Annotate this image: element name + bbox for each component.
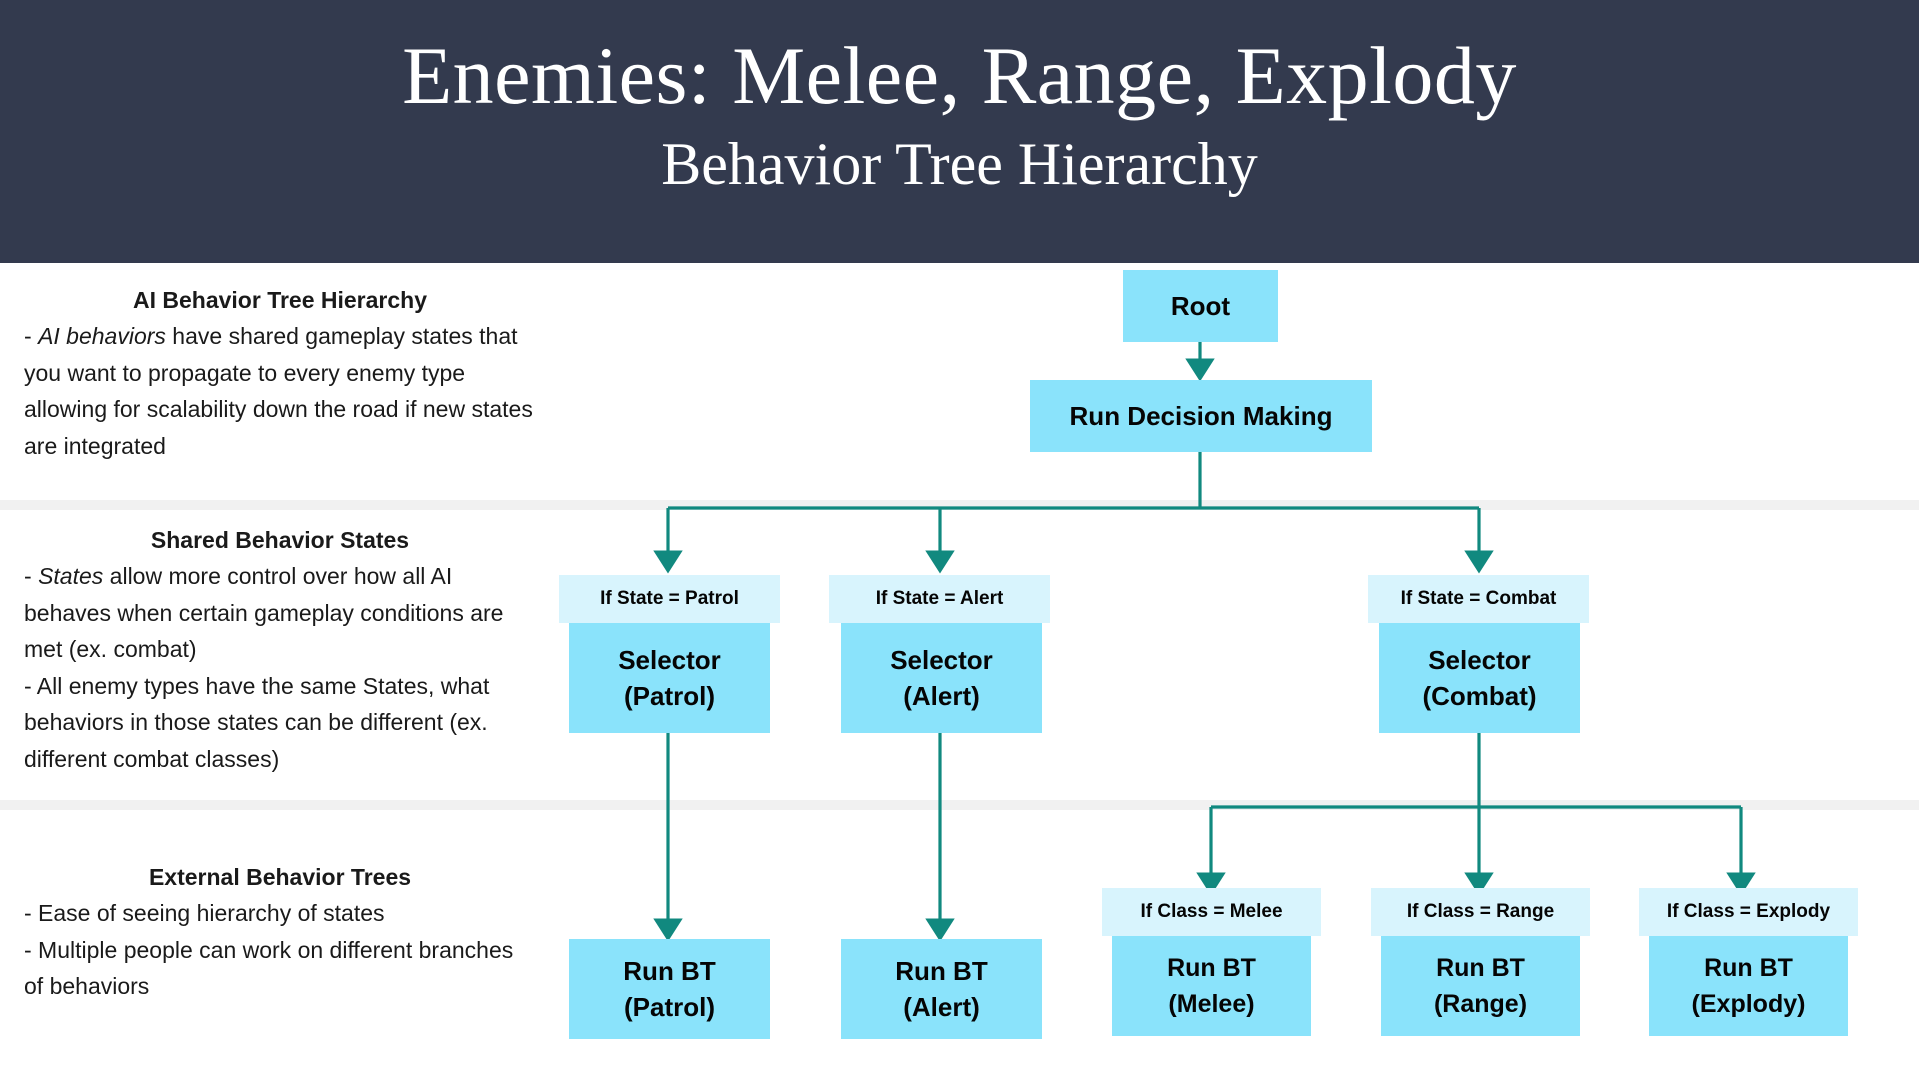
title-banner: Enemies: Melee, Range, Explody Behavior … xyxy=(0,0,1919,263)
note-body: - Ease of seeing hierarchy of states - M… xyxy=(24,895,536,1005)
node-label-line-2: (Patrol) xyxy=(624,992,715,1022)
node-label-line-1: Run BT xyxy=(1436,954,1525,982)
note-block-ai-behavior-tree-hierarchy: AI Behavior Tree Hierarchy - AI behavior… xyxy=(24,285,536,464)
note-heading: Shared Behavior States xyxy=(150,527,410,553)
node-run-bt-melee[interactable]: Run BT (Melee) xyxy=(1112,936,1311,1036)
note-heading: External Behavior Trees xyxy=(148,864,412,890)
node-label-line-2: (Melee) xyxy=(1168,990,1255,1018)
node-label-line-1: Run BT xyxy=(623,956,716,986)
node-label-line-1: Selector xyxy=(1428,645,1531,675)
note-line: - Multiple people can work on different … xyxy=(24,936,514,1000)
page-title: Enemies: Melee, Range, Explody xyxy=(402,30,1517,121)
section-divider-2 xyxy=(0,800,1919,810)
note-emphasis: States xyxy=(38,563,104,589)
node-condition-class-range[interactable]: If Class = Range xyxy=(1371,888,1590,936)
node-selector-combat[interactable]: Selector (Combat) xyxy=(1379,623,1580,733)
node-selector-patrol[interactable]: Selector (Patrol) xyxy=(569,623,770,733)
node-condition-class-melee[interactable]: If Class = Melee xyxy=(1102,888,1321,936)
node-run-decision-making[interactable]: Run Decision Making xyxy=(1030,380,1372,452)
page-subtitle: Behavior Tree Hierarchy xyxy=(661,131,1258,197)
node-condition-state-patrol[interactable]: If State = Patrol xyxy=(559,575,780,623)
node-label-line-1: Run BT xyxy=(1167,954,1256,982)
note-heading: AI Behavior Tree Hierarchy xyxy=(132,287,428,313)
node-label-line-1: Selector xyxy=(618,645,721,675)
node-label-line-2: (Explody) xyxy=(1691,990,1806,1018)
note-body: - States allow more control over how all… xyxy=(24,558,536,777)
node-root[interactable]: Root xyxy=(1123,270,1278,342)
node-label-line-2: (Patrol) xyxy=(624,681,715,711)
node-condition-state-combat[interactable]: If State = Combat xyxy=(1368,575,1589,623)
node-label-line-2: (Alert) xyxy=(903,681,980,711)
node-label-line-2: (Combat) xyxy=(1422,681,1537,711)
node-label-line-1: Run BT xyxy=(1704,954,1793,982)
node-run-bt-alert[interactable]: Run BT (Alert) xyxy=(841,939,1042,1039)
note-line: - Ease of seeing hierarchy of states xyxy=(24,900,385,926)
note-emphasis: AI behaviors xyxy=(38,323,166,349)
node-run-bt-patrol[interactable]: Run BT (Patrol) xyxy=(569,939,770,1039)
node-run-bt-range[interactable]: Run BT (Range) xyxy=(1381,936,1580,1036)
note-line: - States allow more control over how all… xyxy=(24,563,504,662)
note-block-external-behavior-trees: External Behavior Trees - Ease of seeing… xyxy=(24,862,536,1005)
node-condition-state-alert[interactable]: If State = Alert xyxy=(829,575,1050,623)
note-body: - AI behaviors have shared gameplay stat… xyxy=(24,318,536,464)
note-block-shared-behavior-states: Shared Behavior States - States allow mo… xyxy=(24,525,536,777)
node-label-line-1: Run BT xyxy=(895,956,988,986)
node-label-line-2: (Alert) xyxy=(903,992,980,1022)
note-line: - All enemy types have the same States, … xyxy=(24,672,490,772)
section-divider-1 xyxy=(0,500,1919,510)
node-run-bt-explody[interactable]: Run BT (Explody) xyxy=(1649,936,1848,1036)
node-condition-class-explody[interactable]: If Class = Explody xyxy=(1639,888,1858,936)
note-line: - AI behaviors have shared gameplay stat… xyxy=(24,323,533,459)
node-label-line-1: Selector xyxy=(890,645,993,675)
node-label-line-2: (Range) xyxy=(1433,990,1528,1018)
node-selector-alert[interactable]: Selector (Alert) xyxy=(841,623,1042,733)
